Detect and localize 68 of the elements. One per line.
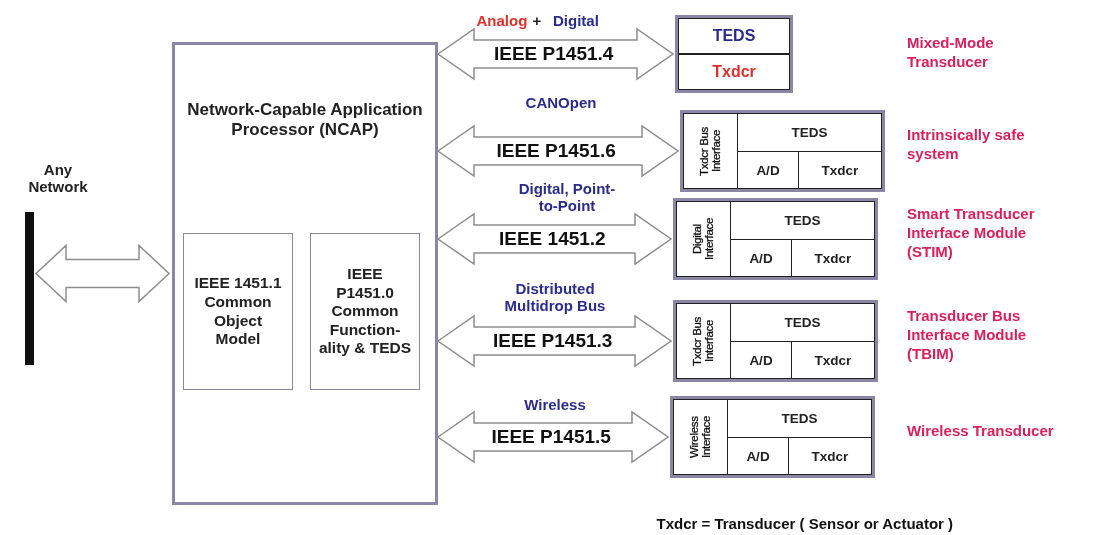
module-cell <box>730 303 875 342</box>
edge-label: IEEE P1451.6 <box>496 140 616 162</box>
module-cell <box>727 399 872 438</box>
node-label: TEDS <box>712 27 756 45</box>
module-cell <box>788 437 872 475</box>
module-box <box>675 15 793 93</box>
node-label: IEEE 1451.1 Common Object Model <box>193 274 283 349</box>
node-label: A/D <box>746 448 770 464</box>
node-label: Txdcr Bus Interface <box>691 315 716 368</box>
signal-label: Analog <box>476 12 528 30</box>
component-box <box>310 233 420 390</box>
node-label: TEDS <box>784 213 821 228</box>
node-label: Network-Capable Application Processor (NCAP) <box>186 100 424 141</box>
module-cell <box>791 341 875 379</box>
interface-cell <box>676 303 731 379</box>
edge-label: IEEE P1451.4 <box>494 43 614 65</box>
module-box <box>673 198 878 280</box>
module-cell <box>791 239 875 277</box>
node-label: Wireless Interface <box>688 414 713 461</box>
module-caption: Mixed-Mode Transducer <box>907 34 995 72</box>
edge-label: IEEE 1451.2 <box>499 228 606 250</box>
signal-label: Distributed Multidrop Bus <box>503 280 607 315</box>
node-label: Any Network <box>27 162 89 195</box>
module-caption: Wireless Transducer <box>907 421 1055 441</box>
node-label: Txdcr <box>712 63 756 81</box>
signal-label: Wireless <box>523 396 587 414</box>
edge-label: IEEE P1451.5 <box>491 426 611 448</box>
node-label: Txdcr <box>821 162 859 178</box>
module-cell <box>798 151 882 189</box>
edge-label: IEEE P1451.3 <box>493 330 613 352</box>
interface-cell <box>676 201 731 277</box>
node-label: A/D <box>756 162 780 178</box>
module-box <box>680 110 885 192</box>
double-arrow <box>436 124 680 178</box>
interface-cell <box>683 113 738 189</box>
node-label: A/D <box>749 250 773 266</box>
node-label: Txdcr <box>814 352 852 368</box>
module-caption: Transducer Bus Interface Module (TBIM) <box>907 307 1028 364</box>
double-arrow <box>436 212 673 266</box>
module-cell <box>678 18 790 54</box>
signal-label: Digital <box>553 12 599 30</box>
node-label: TEDS <box>784 315 821 330</box>
node-label: A/D <box>749 352 773 368</box>
module-box <box>673 300 878 382</box>
double-arrow <box>436 314 673 368</box>
double-arrow <box>436 410 670 464</box>
node-label: IEEE P1451.0 Common Function-ality & TEDS <box>318 265 412 358</box>
module-caption: Smart Transducer Interface Module (STIM) <box>907 205 1036 262</box>
double-arrow <box>436 27 675 81</box>
node-label: Txdcr <box>811 448 849 464</box>
signal-label: CANOpen <box>524 94 598 112</box>
node-label: Txdcr Bus Interface <box>698 125 723 178</box>
node-label: TEDS <box>781 411 818 426</box>
ncap-box <box>172 42 438 505</box>
component-box <box>183 233 293 390</box>
module-caption: Intrinsically safe system <box>907 126 1026 164</box>
interface-cell <box>673 399 728 475</box>
module-cell <box>730 201 875 240</box>
module-cell <box>678 54 790 90</box>
node-label: Txdcr <box>814 250 852 266</box>
node-label: Digital Interface <box>691 216 716 263</box>
signal-label: + <box>532 12 542 30</box>
footnote: Txdcr = Transducer ( Sensor or Actuator ) <box>656 515 954 533</box>
signal-label: Digital, Point-to-Point <box>517 180 617 215</box>
module-box <box>670 396 875 478</box>
double-arrow <box>34 243 171 304</box>
module-cell <box>737 113 882 152</box>
node-label: TEDS <box>791 125 828 140</box>
